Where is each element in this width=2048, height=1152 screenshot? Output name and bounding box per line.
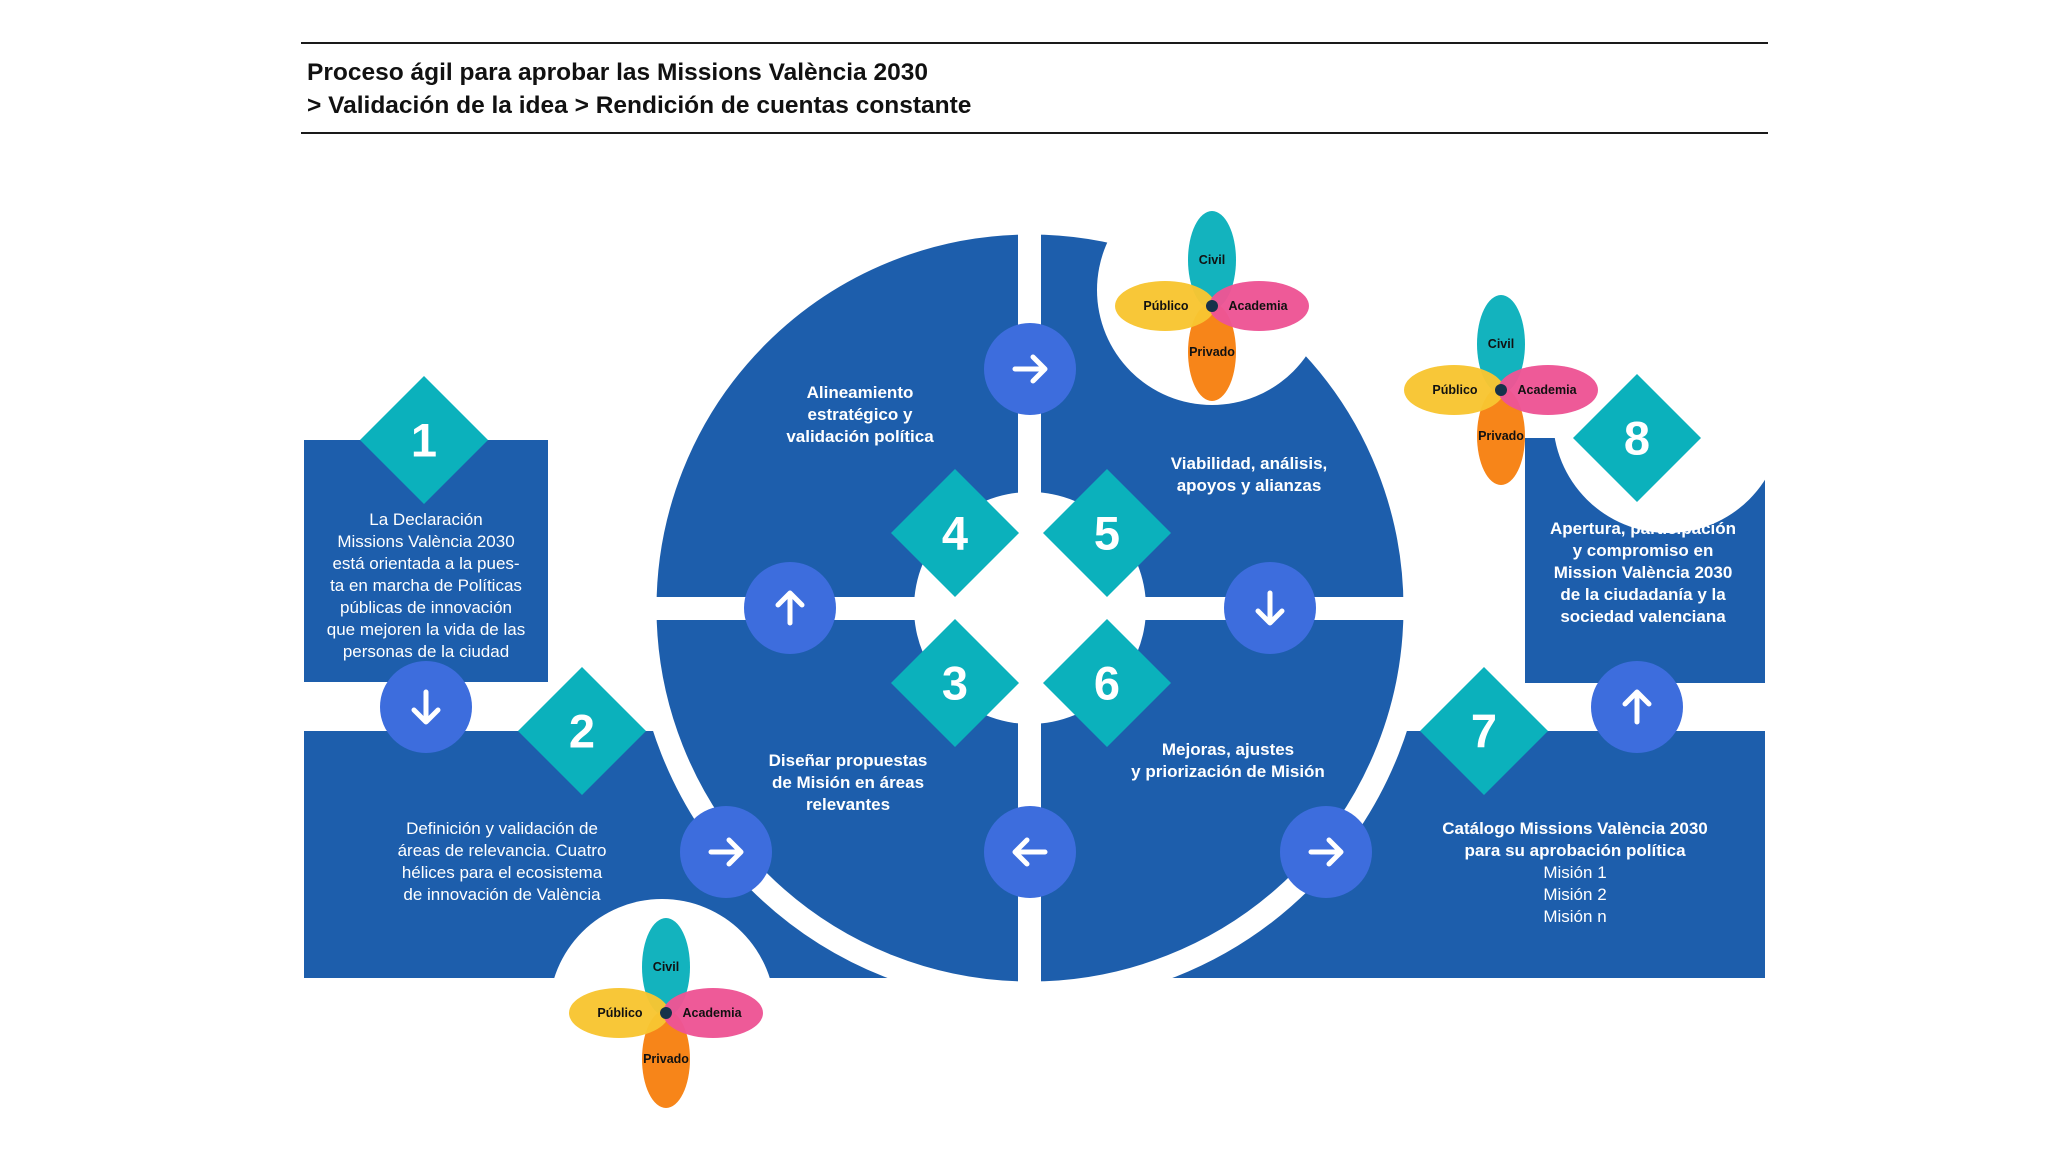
arrow-left-icon [984,806,1076,898]
step-2-diamond: 2 [518,667,646,795]
privado-petal [1477,387,1525,485]
helix-center [1495,384,1507,396]
arrow-up-icon [744,562,836,654]
privado-petal [642,1010,690,1108]
academia-label: Academia [682,1006,742,1020]
privado-label: Privado [1189,345,1235,359]
arrow-circles [380,323,1683,898]
civil-label: Civil [1488,337,1514,351]
publico-petal [1404,365,1504,415]
academia-label: Academia [1228,299,1288,313]
helix-center [660,1007,672,1019]
civil-petal [642,918,690,1016]
header-bottom-rule [301,132,1768,134]
step-4-diamond: 4 [891,469,1019,597]
page-title: Proceso ágil para aprobar las Missions V… [307,56,971,122]
civil-label: Civil [1199,253,1225,267]
privado-petal [1188,303,1236,401]
academia-petal [663,988,763,1038]
civil-label: Civil [653,960,679,974]
step-number: 1 [411,414,437,467]
arrow-down-icon [1224,562,1316,654]
publico-petal [1115,281,1215,331]
publico-label: Público [1432,383,1478,397]
blue-blocks [304,234,1765,982]
publico-label: Público [597,1006,643,1020]
academia-label: Academia [1517,383,1577,397]
step-number: 2 [569,705,595,758]
publico-label: Público [1143,299,1189,313]
step-8-diamond: 8 [1573,374,1701,502]
academia-petal [1498,365,1598,415]
publico-petal [569,988,669,1038]
step-3-diamond: 3 [891,619,1019,747]
arrow-right-icon [1280,806,1372,898]
step-number: 4 [942,507,968,560]
step-5-text: Viabilidad, análisis,apoyos y alianzas [1171,454,1328,495]
step-number: 3 [942,657,968,710]
arrow-right-icon [680,806,772,898]
title-line-2: > Validación de la idea > Rendición de c… [307,92,972,119]
civil-petal [1188,211,1236,309]
academia-petal [1209,281,1309,331]
step-number: 6 [1094,657,1120,710]
title-line-1: Proceso ágil para aprobar las Missions V… [307,59,928,86]
helix-center [1206,300,1218,312]
arrow-up-icon [1591,661,1683,753]
step-diamonds: 1 2 3 4 5 6 7 8 [360,374,1701,795]
arrow-right-icon [984,323,1076,415]
header-top-rule [301,42,1768,44]
arrow-down-icon [380,661,472,753]
civil-petal [1477,295,1525,393]
step-6-diamond: 6 [1043,619,1171,747]
step-1-diamond: 1 [360,376,488,504]
privado-label: Privado [1478,429,1524,443]
step-number: 8 [1624,412,1650,465]
step-number: 7 [1471,705,1497,758]
privado-label: Privado [643,1052,689,1066]
step-5-diamond: 5 [1043,469,1171,597]
step-7-diamond: 7 [1420,667,1548,795]
step-number: 5 [1094,507,1120,560]
